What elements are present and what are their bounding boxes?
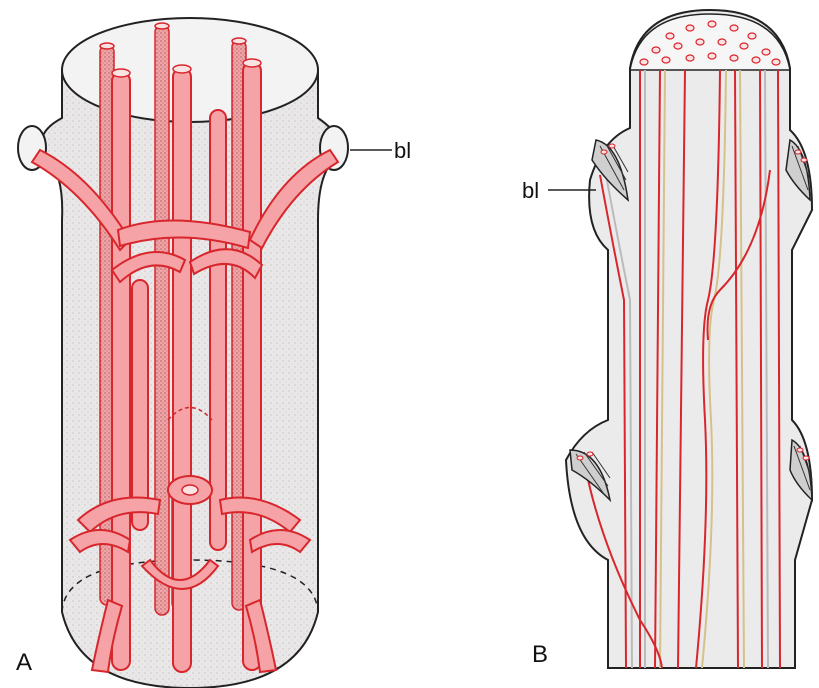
callout-label-b: bl: [522, 178, 539, 203]
callout-label-a: bl: [394, 138, 411, 163]
panel-label-a: A: [16, 649, 32, 676]
panel-b-bundle-diagram: bl B: [522, 10, 812, 668]
panel-label-b: B: [532, 641, 548, 668]
panel-a-cylinder-diagram: bl A: [16, 18, 411, 688]
bundle-body: [566, 10, 812, 668]
